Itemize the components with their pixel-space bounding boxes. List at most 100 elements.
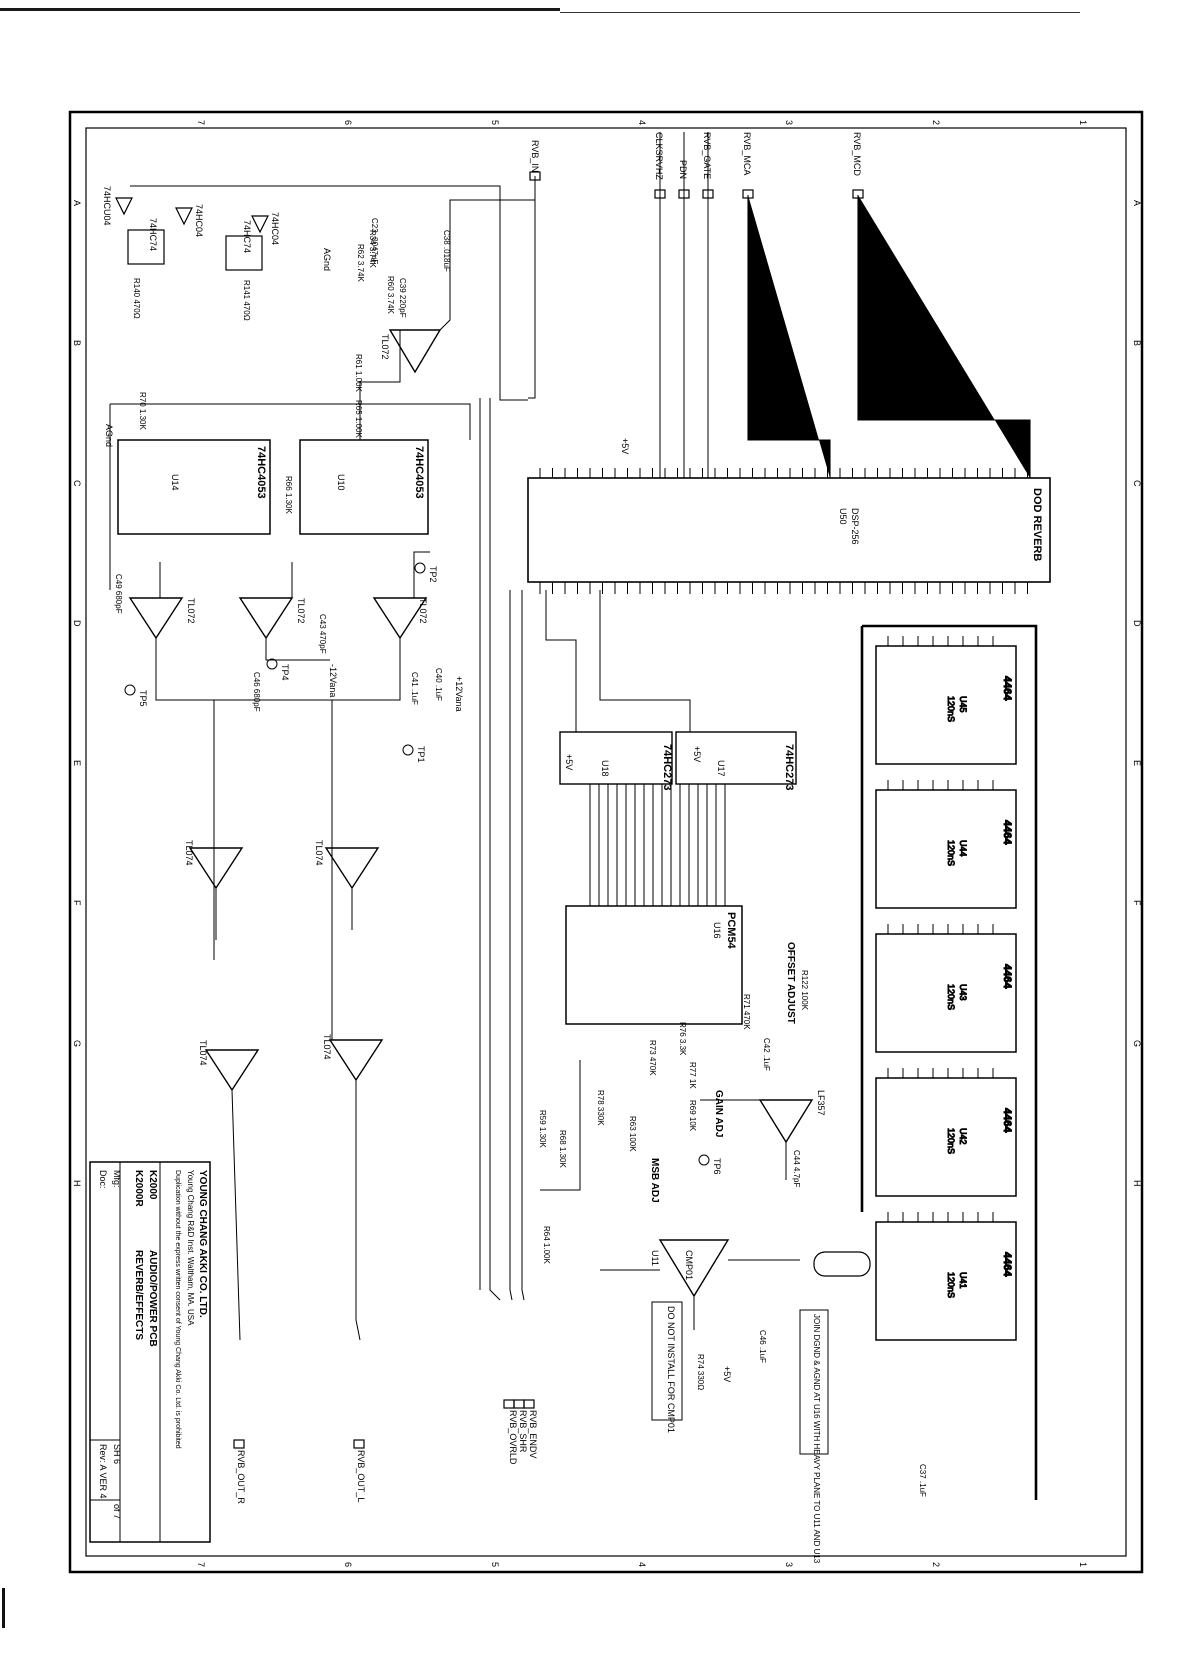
component-value: R68 1.30K	[558, 1130, 567, 1168]
border-number: 6	[343, 1562, 353, 1567]
mux-u10-name: 74HC4053	[413, 446, 425, 499]
component-value: R71 470K	[742, 994, 751, 1030]
component-value: R64 1.00K	[542, 1226, 551, 1264]
signal-mca: RVB_MCA	[742, 132, 752, 175]
rail-label: AGnd	[104, 424, 114, 447]
title-block: YOUNG CHANG AKKI CO. LTD. Young Chang R&…	[89, 1161, 211, 1543]
rail-label: -12Vana	[328, 664, 338, 697]
dsp-chip-name: DOD REVERB	[1031, 488, 1043, 561]
opamp-label: TL074	[322, 1034, 332, 1060]
opamp-label: TL074	[314, 840, 324, 866]
border-number: 5	[490, 120, 500, 125]
ram-chip-ref: U42	[958, 1128, 968, 1145]
border-letter: C	[72, 480, 82, 487]
signal-ovrld: RVB_OVRLD	[508, 1410, 518, 1465]
dac-ref: U16	[712, 922, 722, 939]
border-letter: B	[72, 340, 82, 346]
flipflop-label: 74HC74	[148, 218, 158, 251]
component-value: C37 .1uF	[918, 1464, 927, 1497]
latch-u18: 74HC273 U18	[559, 731, 673, 790]
dac-name: PCM54	[725, 912, 737, 950]
title-sheet: SH 6	[112, 1444, 122, 1464]
comparator-u11	[658, 1239, 730, 1298]
opamp-u16	[128, 597, 184, 640]
signal-rvb-in: RVB_IN	[530, 140, 540, 172]
border-number: 1	[1078, 120, 1088, 125]
scan-artifact-line-thin	[560, 12, 1080, 13]
component-value: R63 100K	[628, 1116, 637, 1152]
component-value: R65 1.00K	[354, 400, 363, 438]
signal-labels-bottom: RVB_OUT_R RVB_OUT_L RVB_OVRLD RVB_SHR RV…	[236, 1410, 538, 1504]
ram-chip-name: 4464	[1001, 1252, 1013, 1277]
component-value: R76 3.3K	[678, 1022, 687, 1056]
mux-u10-ref: U10	[336, 474, 346, 491]
ram-chip-ref: U41	[958, 1272, 968, 1289]
component-value: C49 680pF	[114, 574, 123, 614]
border-letter: B	[1132, 340, 1142, 346]
scan-edge-mark	[2, 1588, 5, 1628]
crystal-q1	[813, 1251, 871, 1277]
test-point: TP5	[138, 690, 148, 707]
title-doc: Doc:	[98, 1170, 108, 1189]
signal-labels-top: RVB_IN CLKSRVHZ PDN RVB_GATE RVB_MCA RVB…	[530, 132, 862, 180]
dsp-chip-part: DSP-256	[850, 508, 860, 545]
border-letter: D	[1132, 620, 1142, 627]
latch-u17-ref: U17	[716, 760, 726, 777]
opamp-label: TL072	[186, 598, 196, 624]
ram-chip-name: 4464	[1001, 1108, 1013, 1133]
title-model: K2000	[147, 1170, 158, 1200]
border-numbers-top: 7 6 5 4 3 2 1	[196, 120, 1088, 125]
annotations: OFFSET ADJUST GAIN ADJ MSB ADJ DO NOT IN…	[649, 942, 829, 1564]
component-value: R66 1.30K	[284, 476, 293, 514]
comparator-ref: U11	[650, 1250, 660, 1266]
inverter-3	[251, 215, 269, 234]
flipflop-1	[127, 229, 165, 265]
title-notice: Duplication without the express written …	[174, 1170, 181, 1449]
title-company: YOUNG CHANG AKKI CO. LTD.	[197, 1170, 208, 1318]
border-letter: G	[1132, 1040, 1142, 1047]
border-numbers-bottom: 7 6 5 4 3 2 1	[196, 1562, 1088, 1567]
ram-chip-name: 4464	[1001, 676, 1013, 701]
component-value: R77 1K	[688, 1062, 697, 1089]
ram-chip-body	[875, 645, 1017, 765]
rail-label: AGnd	[322, 248, 332, 271]
component-value: R73 470K	[648, 1040, 657, 1076]
dac-data-lines	[589, 784, 726, 906]
opamp-group	[128, 329, 814, 1298]
ram-chip-speed: 120nS	[946, 840, 956, 866]
signal-out-l: RVB_OUT_L	[356, 1450, 366, 1502]
logic-labels: 74HCU04 74HC04 74HC04 74HC74 74HC74	[102, 186, 280, 253]
component-value: R69 10K	[688, 1100, 697, 1132]
mux-u10: 74HC4053 U10	[299, 439, 429, 535]
comparator-label: CMP01	[684, 1250, 694, 1280]
dac-pcm54: PCM54 U16	[565, 905, 743, 1025]
title-rev: Rev: A VER 4	[98, 1444, 108, 1499]
inverter-label: 74HC04	[194, 204, 204, 237]
border-number: 3	[784, 1562, 794, 1567]
rail-label: +5V	[692, 746, 702, 762]
ram-column: 4464U45120nS4464U44120nS4464U43120nS4464…	[875, 636, 1017, 1341]
logic-top-left	[115, 197, 269, 271]
border-letter: D	[72, 620, 82, 627]
scan-artifact-line	[0, 8, 560, 11]
component-value: C38 .018uF	[442, 230, 451, 272]
title-page: REVERB/EFFECTS	[133, 1250, 144, 1340]
signal-gate: RVB_GATE	[702, 132, 712, 179]
border-number: 4	[637, 120, 647, 125]
border-letter: E	[72, 760, 82, 766]
dsp-chip-ref: U50	[838, 508, 848, 525]
ram-chip-body	[875, 1077, 1017, 1197]
title-mfg: Mfg:	[112, 1170, 122, 1188]
test-point: TP2	[428, 566, 438, 583]
border-letter: A	[72, 200, 82, 206]
component-value: R140 470Ω	[132, 278, 141, 319]
opamp-label: TL072	[380, 334, 390, 360]
msb-adjust: MSB ADJ	[649, 1158, 660, 1203]
gain-adjust: GAIN ADJ	[713, 1090, 724, 1137]
mux-u14: 74HC4053 U14	[117, 439, 271, 535]
ram-chip-speed: 120nS	[946, 696, 956, 722]
